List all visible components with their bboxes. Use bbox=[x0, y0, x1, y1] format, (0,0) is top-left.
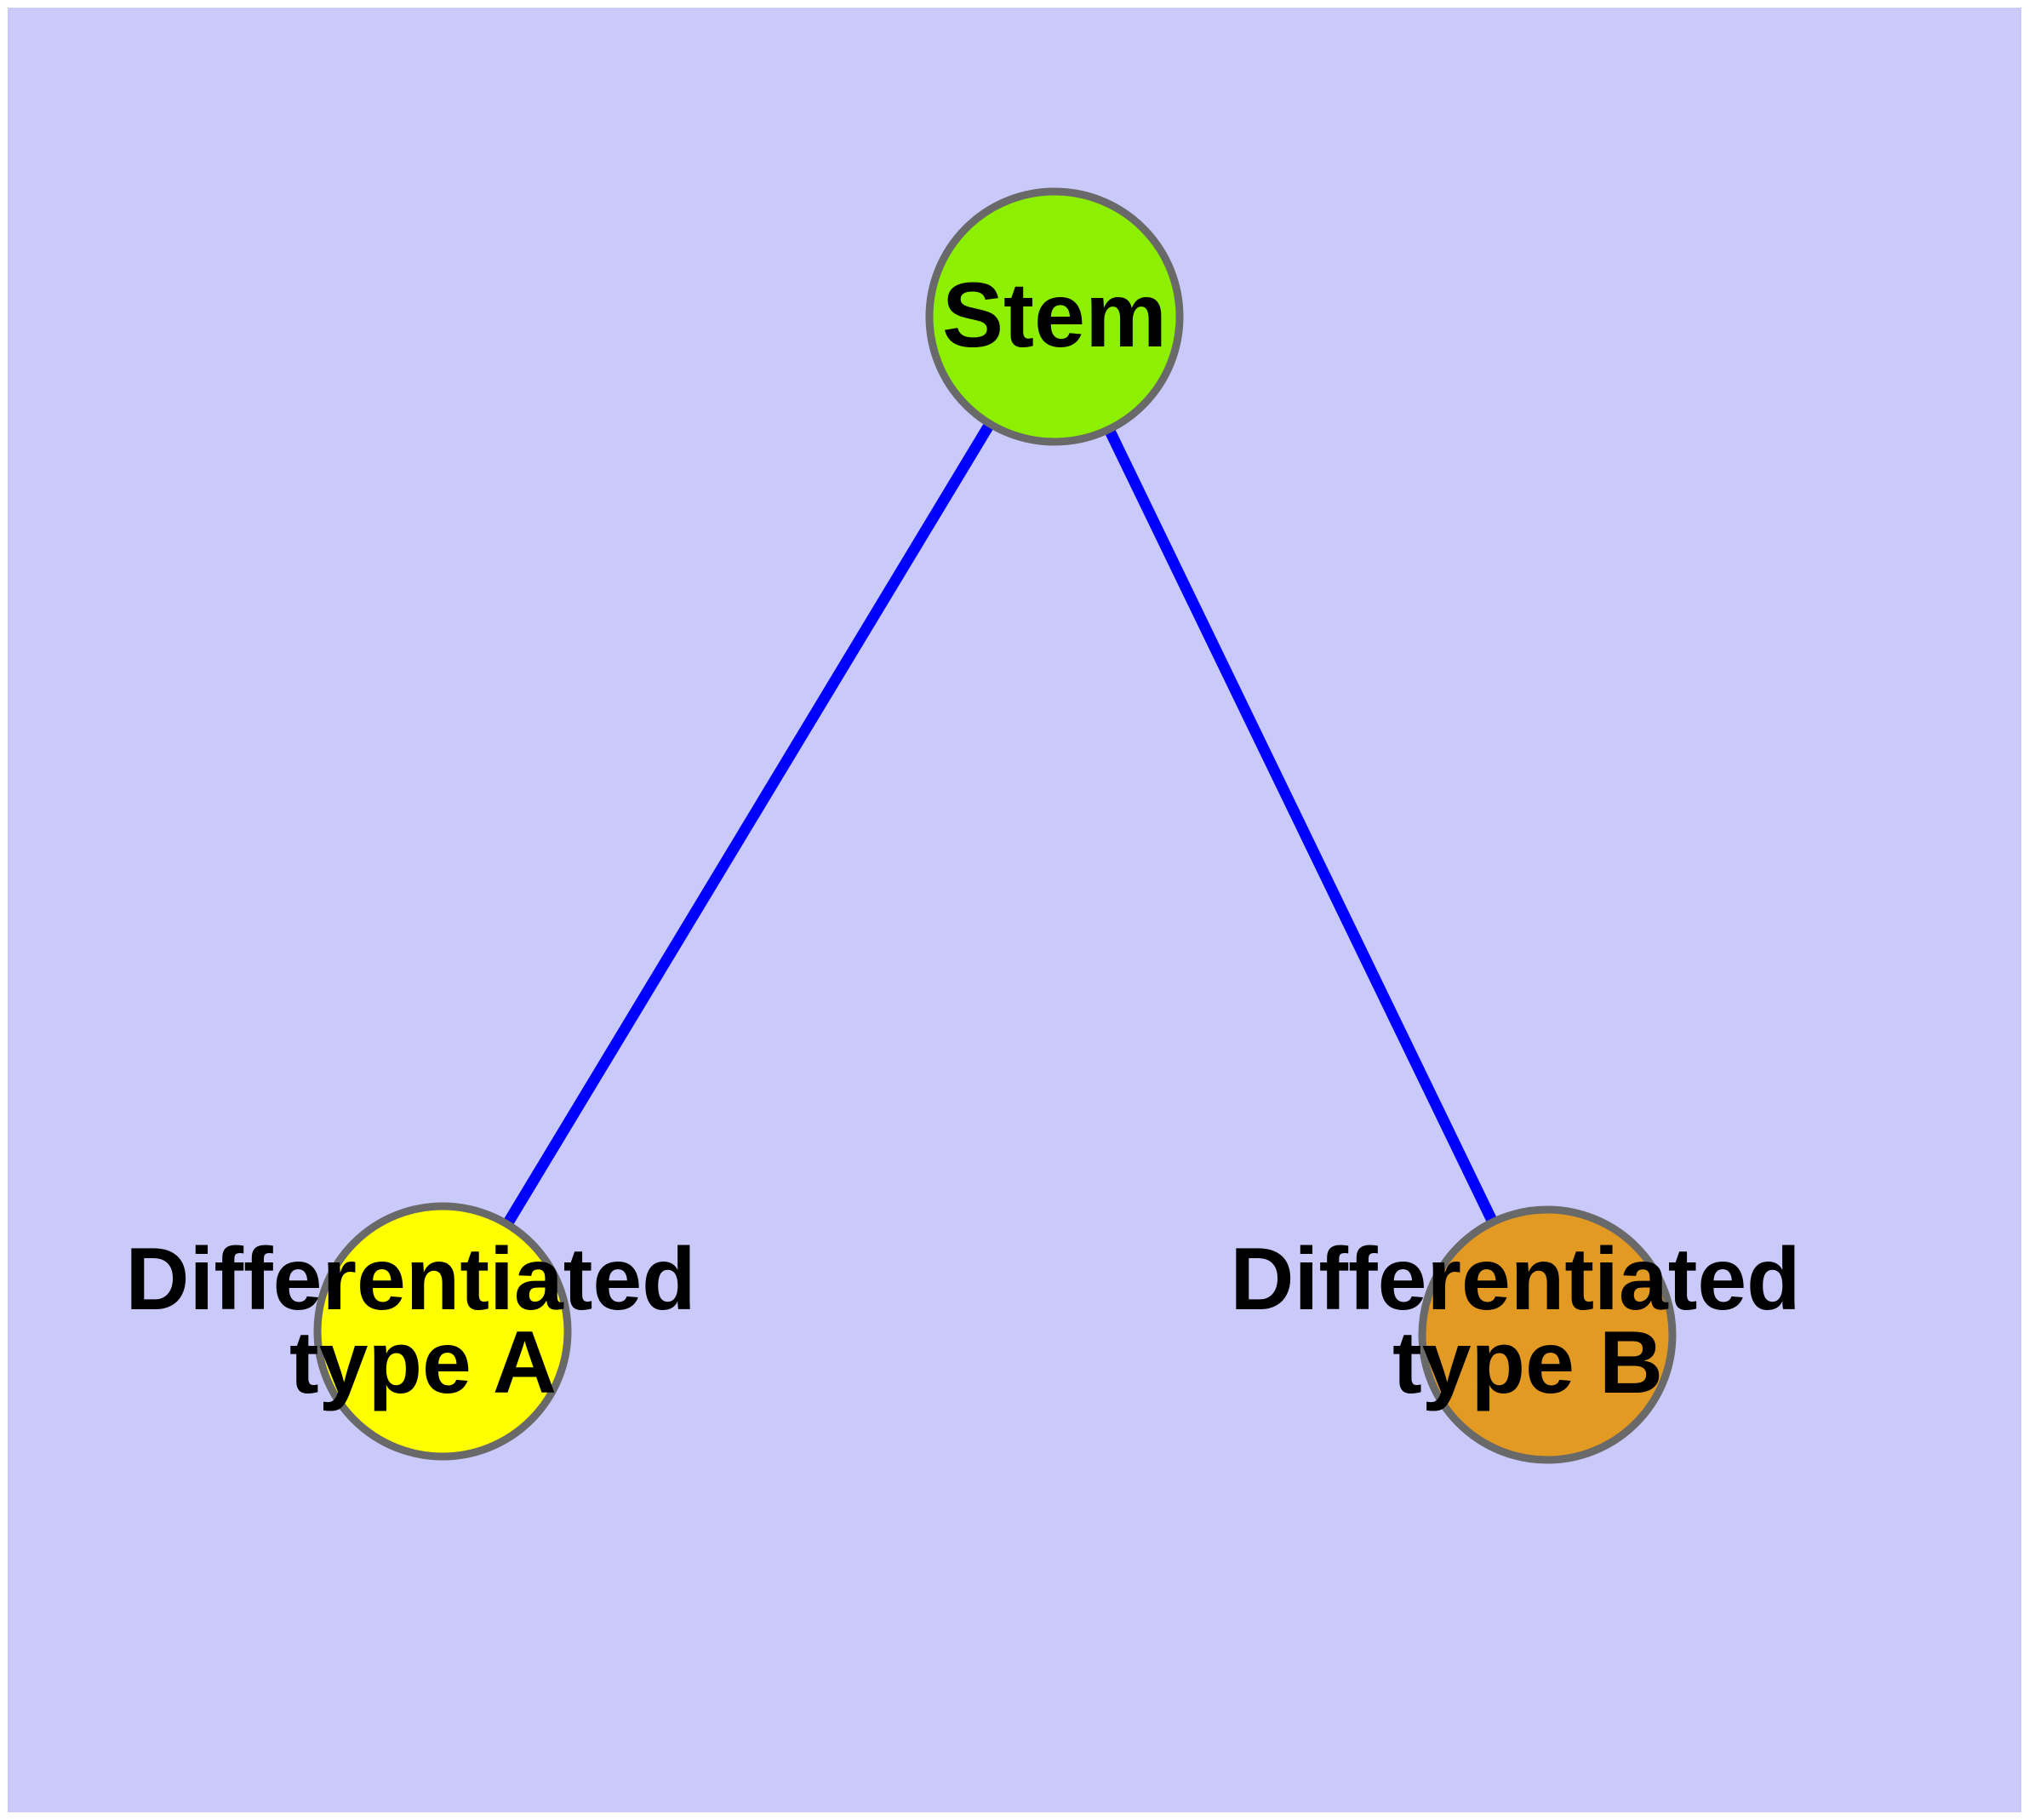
node-label-b-line-1: Differentiated bbox=[1230, 1230, 1800, 1329]
node-label-stem: Stem bbox=[942, 263, 1167, 366]
node-label-b-line-2: type B bbox=[1392, 1313, 1663, 1412]
node-stem[interactable] bbox=[925, 187, 1184, 446]
node-differentiated-type-a[interactable] bbox=[313, 1202, 572, 1461]
edge-stem-to-differentiated-a[interactable] bbox=[437, 313, 1060, 1335]
edge-stem-to-differentiated-b[interactable] bbox=[1049, 314, 1552, 1337]
node-label-stem-line-1: Stem bbox=[942, 263, 1167, 366]
node-label-differentiated-type-b: Differentiated type B bbox=[1230, 1230, 1825, 1412]
edges-group bbox=[437, 313, 1552, 1337]
node-differentiated-type-b[interactable] bbox=[1418, 1205, 1677, 1464]
node-label-differentiated-type-a: Differentiated type A bbox=[125, 1230, 720, 1412]
labels-group: Stem Differentiated type A Differentiate… bbox=[125, 263, 1825, 1413]
node-label-a-line-2: type A bbox=[289, 1313, 557, 1412]
nodes-group bbox=[313, 187, 1677, 1464]
node-label-a-line-1: Differentiated bbox=[125, 1230, 695, 1329]
